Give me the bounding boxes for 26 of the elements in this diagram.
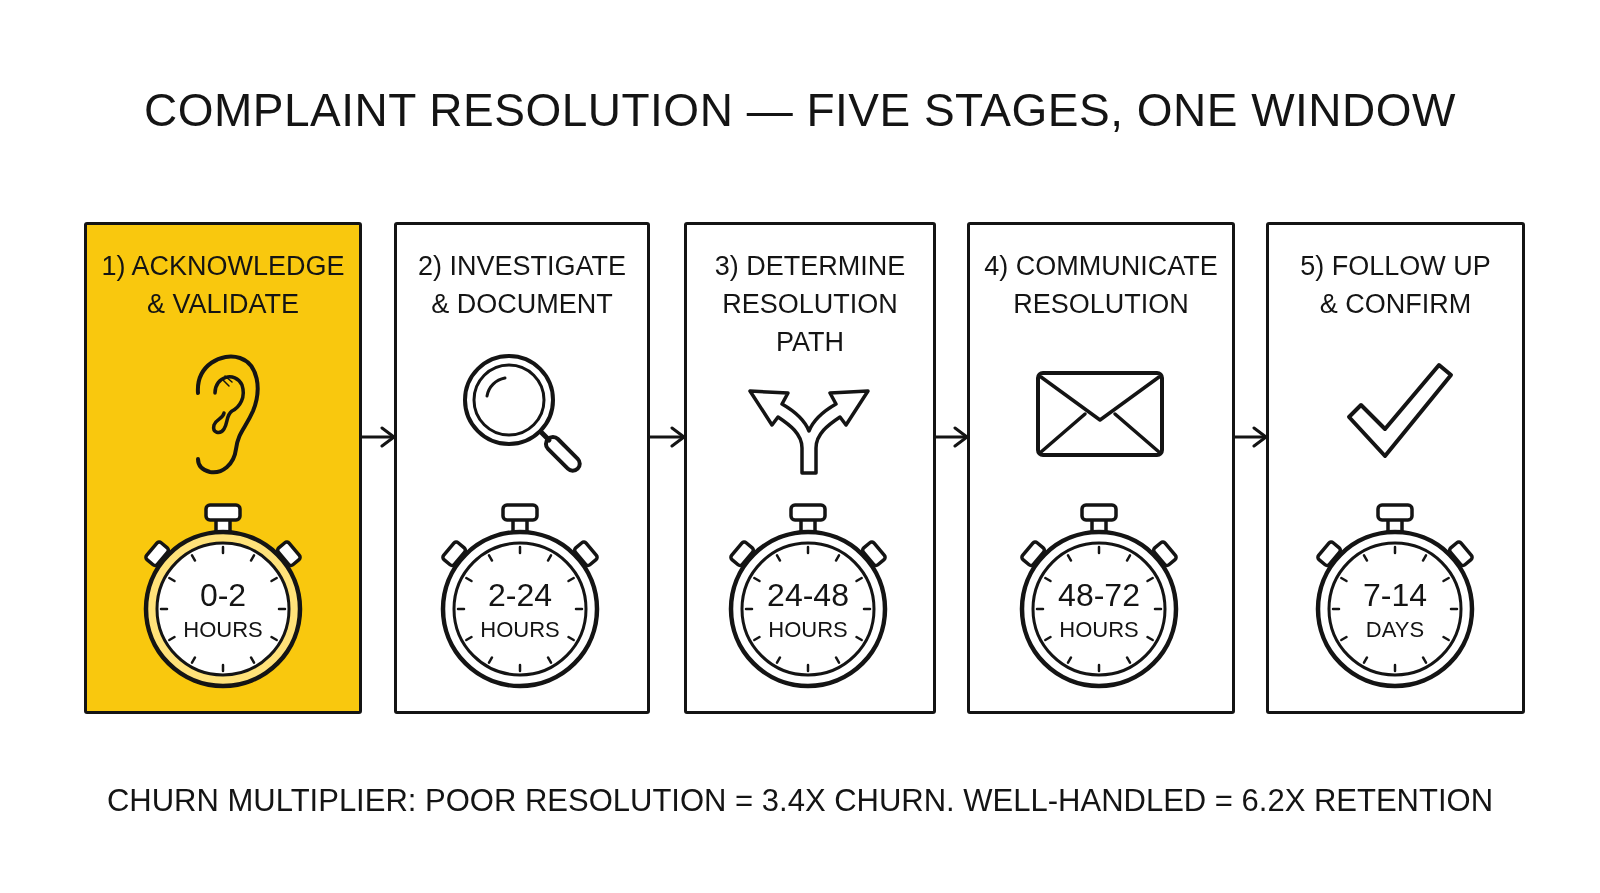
- duration-unit: HOURS: [480, 617, 560, 643]
- duration-value: 0-2: [199, 577, 247, 613]
- stage-panel: [684, 222, 936, 714]
- stage-panel: [394, 222, 650, 714]
- caption-note: CHURN MULTIPLIER: POOR RESOLUTION = 3.4X CHURN. WELL-HANDLED = 6.2X RETENTION: [106, 783, 1494, 819]
- stage-heading: 5) FOLLOW UP & CONFIRM: [1299, 250, 1492, 321]
- duration-value: 2-24: [488, 577, 552, 613]
- stage-panel: [967, 222, 1235, 714]
- duration-unit: HOURS: [768, 617, 848, 643]
- arrow: [360, 426, 396, 448]
- duration-value: 48-72: [1058, 577, 1140, 613]
- stage-heading: 4) COMMUNICATE RESOLUTION: [983, 250, 1219, 321]
- stage-heading: 1) ACKNOWLEDGE & VALIDATE: [100, 250, 346, 321]
- duration-unit: HOURS: [1059, 617, 1139, 643]
- stage-heading: 3) DETERMINE RESOLUTION PATH: [713, 250, 907, 359]
- duration-unit: HOURS: [183, 617, 263, 643]
- duration-value: 24-48: [767, 577, 849, 613]
- stage-heading: 2) INVESTIGATE & DOCUMENT: [416, 250, 627, 321]
- arrow: [934, 426, 969, 448]
- arrow: [1233, 426, 1268, 448]
- stage-panel: [1266, 222, 1525, 714]
- duration-value: 7-14: [1363, 577, 1427, 613]
- highlighted-stage-panel: [84, 222, 362, 714]
- diagram-title: COMPLAINT RESOLUTION — FIVE STAGES, ONE WINDOW: [144, 84, 1456, 136]
- duration-unit: DAYS: [1365, 617, 1425, 643]
- arrow: [648, 426, 686, 448]
